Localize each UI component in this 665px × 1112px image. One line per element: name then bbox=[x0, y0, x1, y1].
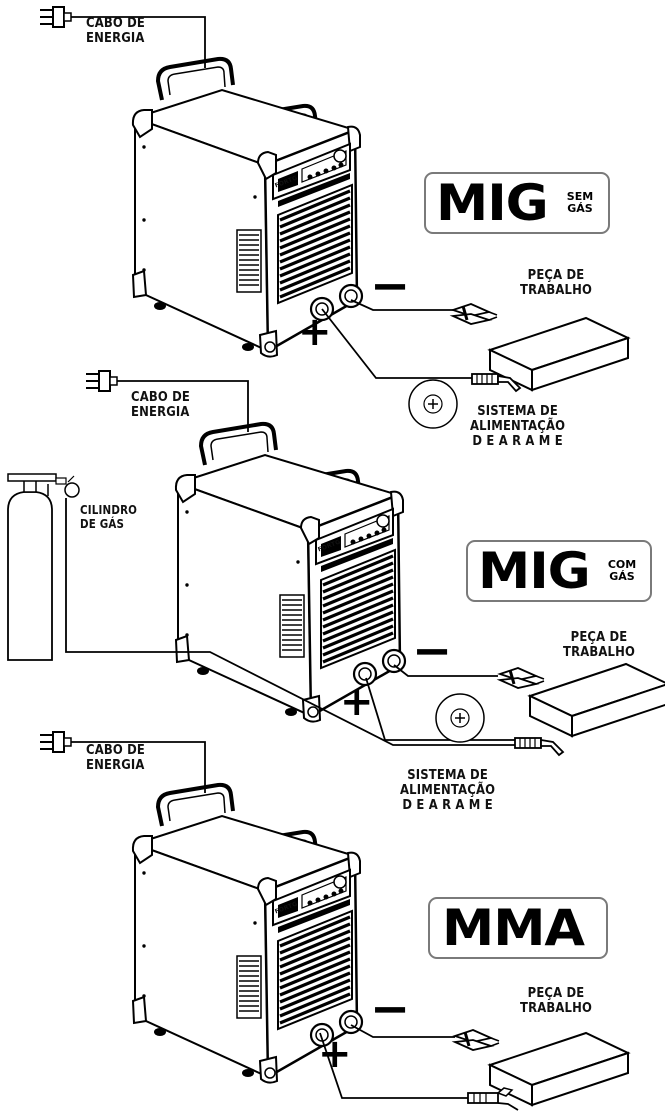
power-cable bbox=[117, 380, 249, 432]
gas-cylinder-icon bbox=[7, 473, 80, 661]
welding-machine bbox=[173, 421, 407, 724]
positive-cable bbox=[365, 677, 515, 741]
wire-spool-icon bbox=[435, 693, 485, 743]
work-piece bbox=[489, 1032, 629, 1106]
negative-cable bbox=[393, 664, 498, 677]
mode-title: MMA bbox=[442, 899, 585, 957]
power-plug-icon bbox=[85, 370, 118, 392]
ground-clamp-icon bbox=[453, 1028, 501, 1052]
positive-cable bbox=[321, 308, 472, 379]
negative-cable bbox=[350, 299, 453, 311]
setup-2 bbox=[7, 370, 665, 756]
power-plug-icon bbox=[39, 6, 72, 28]
negative-cable bbox=[350, 1024, 455, 1038]
work-piece bbox=[529, 663, 665, 737]
positive-sign: + bbox=[340, 679, 374, 725]
power-cable bbox=[71, 16, 206, 68]
mode-badge-mma: MMA bbox=[428, 897, 608, 959]
setup-3 bbox=[39, 731, 629, 1111]
setup-1 bbox=[39, 6, 629, 429]
ground-clamp-icon bbox=[498, 666, 546, 690]
wire-spool-icon bbox=[408, 379, 458, 429]
mode-title: MIG bbox=[478, 542, 591, 600]
power-cable bbox=[71, 741, 206, 793]
positive-sign: + bbox=[318, 1031, 352, 1077]
negative-sign: − bbox=[370, 258, 411, 314]
gas-hose bbox=[65, 498, 515, 746]
positive-sign: + bbox=[298, 309, 332, 355]
positive-cable bbox=[319, 1032, 468, 1099]
ground-clamp-icon bbox=[451, 302, 499, 326]
mode-title: MIG bbox=[436, 174, 549, 232]
electrode-holder-icon bbox=[467, 1087, 519, 1111]
negative-sign: − bbox=[412, 623, 453, 679]
negative-sign: − bbox=[370, 981, 411, 1037]
mig-torch-icon bbox=[514, 737, 564, 756]
power-plug-icon bbox=[39, 731, 72, 753]
